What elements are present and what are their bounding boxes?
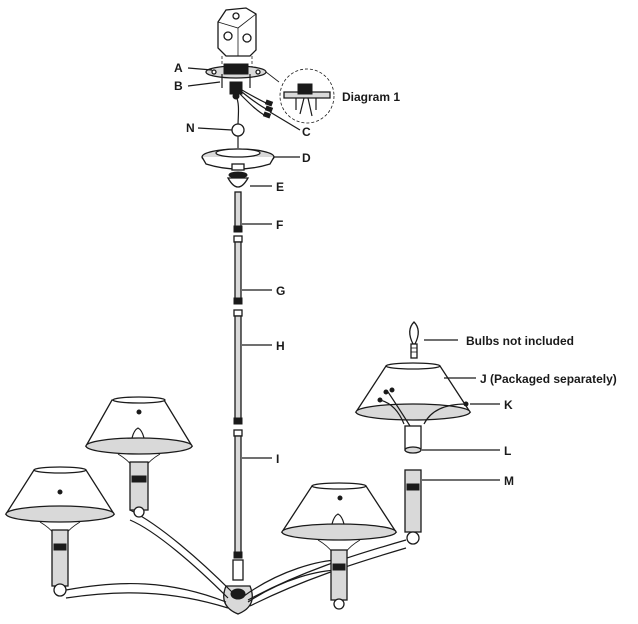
socket-cup [404, 425, 422, 454]
lamp-far-left [4, 466, 116, 597]
bulb [409, 321, 419, 359]
stem-rods [232, 191, 244, 581]
label-a: A [174, 61, 183, 75]
label-h: H [276, 339, 285, 353]
label-f: F [276, 218, 283, 232]
lamp-exploded [354, 321, 472, 545]
label-n: N [186, 121, 195, 135]
label-b: B [174, 79, 183, 93]
wire-connectors [235, 89, 274, 127]
label-g: G [276, 284, 285, 298]
shade-support-arms [377, 389, 469, 427]
lamp-right-middle [280, 482, 398, 610]
label-c: C [302, 125, 311, 139]
label-m: M [504, 474, 514, 488]
label-k: K [504, 398, 513, 412]
socket-cover [404, 469, 422, 545]
junction-box [217, 7, 257, 70]
label-l: L [504, 444, 511, 458]
bulbs-note: Bulbs not included [466, 334, 574, 348]
leader-lines [187, 67, 500, 481]
lamp-upper-left [84, 396, 194, 518]
label-j: J (Packaged separately) [480, 372, 617, 386]
canopy-nut [226, 171, 250, 188]
diagram-1-inset [265, 68, 335, 124]
diagram-1-label: Diagram 1 [342, 90, 400, 104]
label-d: D [302, 151, 311, 165]
mounting-bracket [205, 63, 267, 79]
label-e: E [276, 180, 284, 194]
label-i: I [276, 452, 279, 466]
lamp-shade [354, 362, 472, 421]
canopy [201, 148, 275, 171]
canopy-wire [231, 123, 245, 148]
